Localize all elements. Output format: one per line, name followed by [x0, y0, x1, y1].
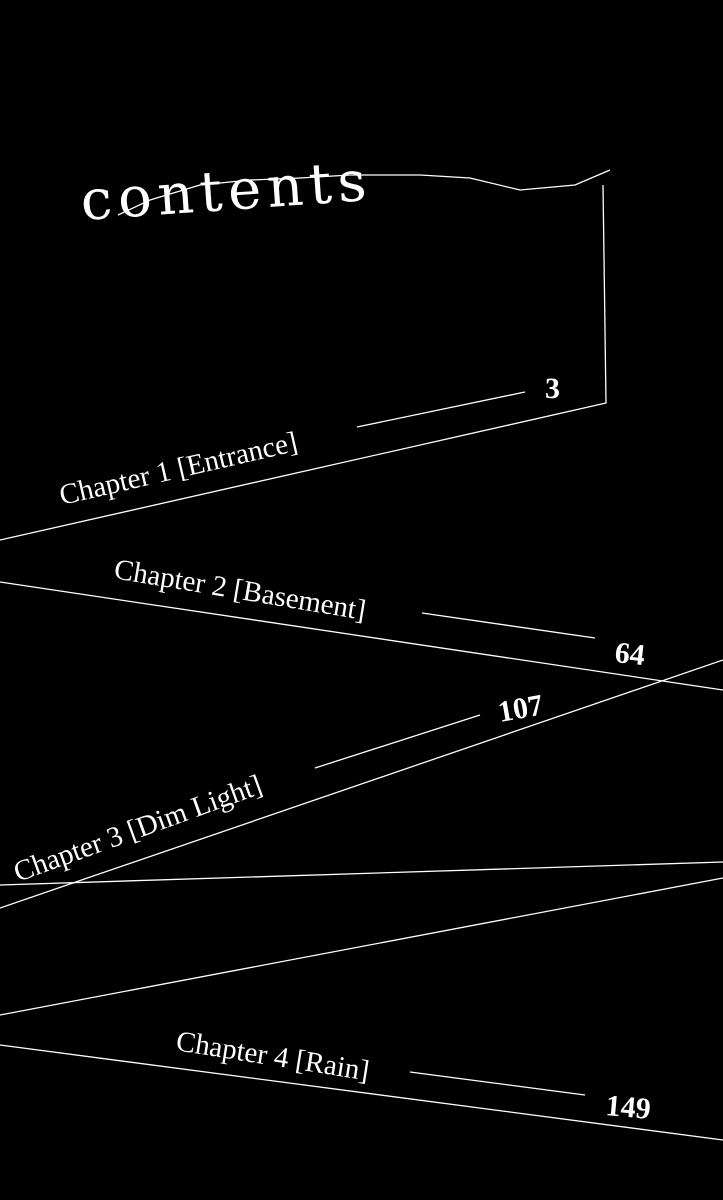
chapter-3-leader: [314, 714, 481, 769]
chapter-4-leader: [409, 1071, 586, 1096]
chapter-3-page: 107: [495, 689, 545, 729]
title-connector-line: [117, 169, 611, 216]
divider-line: [0, 877, 723, 1016]
divider-line: [0, 581, 723, 691]
divider-line: [0, 1044, 723, 1141]
chapter-1-page: 3: [545, 372, 560, 405]
divider-line: [0, 659, 723, 909]
title-to-chapter1-line: [0, 184, 607, 541]
chapter-2-leader: [421, 612, 596, 639]
chapter-4-page: 149: [604, 1089, 652, 1126]
chapter-2-page: 64: [613, 636, 646, 672]
chapter-1-leader: [356, 391, 526, 428]
divider-line: [0, 861, 723, 886]
